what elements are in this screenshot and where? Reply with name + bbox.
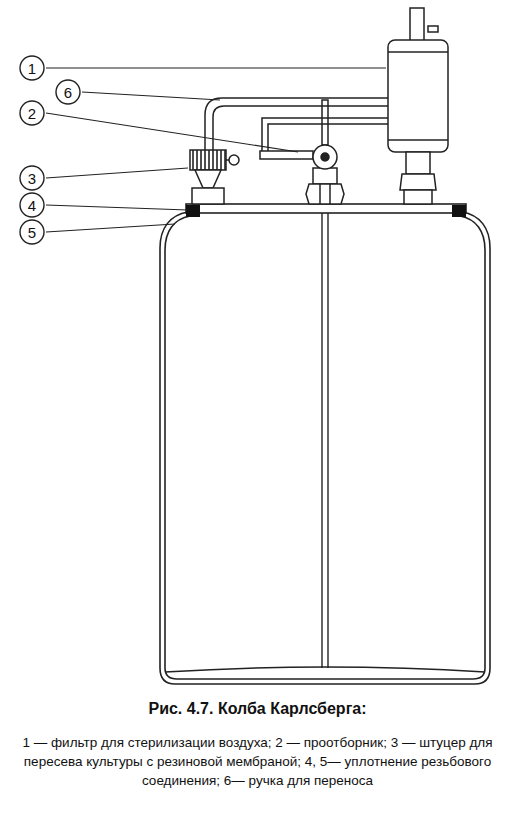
callout-circle: 3	[19, 165, 45, 191]
callout-number: 3	[19, 165, 45, 186]
callout-number: 1	[19, 55, 45, 76]
callout-number: 5	[19, 219, 45, 240]
carry-handle	[205, 98, 388, 151]
callout-circle: 1	[19, 55, 45, 81]
callout-circle: 2	[19, 100, 45, 126]
caption-legend-text: 1 — фильтр для стерилизации воздуха; 2 —…	[18, 733, 497, 790]
flask-body	[160, 212, 490, 684]
callout-circle: 6	[55, 79, 81, 105]
lid-plate	[186, 204, 466, 217]
callout-number: 6	[55, 79, 81, 100]
callout-number: 2	[19, 100, 45, 121]
callout-number: 4	[19, 192, 45, 213]
leader-lines	[46, 68, 386, 232]
sampler-valve	[260, 100, 344, 204]
inoculation-port	[190, 150, 239, 204]
callout-circle: 5	[19, 219, 45, 245]
callout-circle: 4	[19, 192, 45, 218]
sampling-tube	[322, 213, 328, 668]
air-filter	[388, 8, 448, 204]
figure-caption: Рис. 4.7. Колба Карлсберга:	[10, 700, 505, 718]
